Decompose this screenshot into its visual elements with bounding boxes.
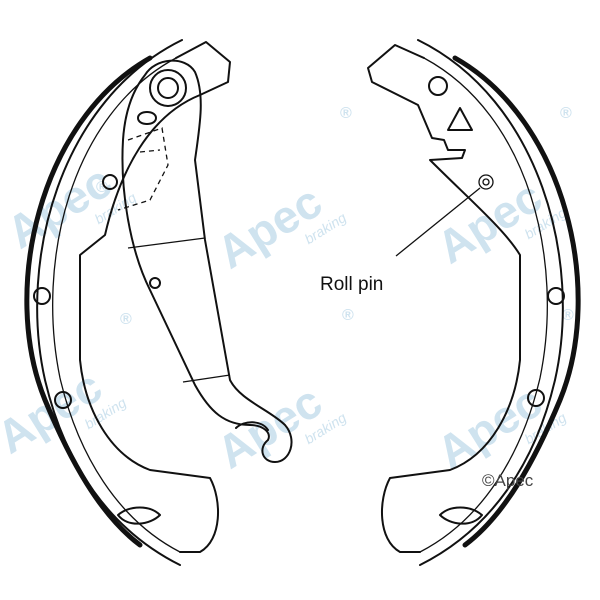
left-hole-lower <box>54 391 72 409</box>
roll-pin-callout: Roll pin <box>320 187 481 295</box>
left-lining <box>24 55 153 548</box>
watermark-registered: ® <box>562 307 574 324</box>
watermark-registered: ® <box>96 179 108 196</box>
lever-slot <box>137 111 157 125</box>
left-lower-tip <box>117 506 161 525</box>
right-lower-tip <box>439 506 483 525</box>
watermark-registered: ® <box>560 105 572 122</box>
right-table-inner <box>419 57 548 553</box>
right-hole-lower <box>527 389 545 407</box>
right-table-outer <box>417 39 564 566</box>
watermark-registered: ® <box>120 311 132 328</box>
watermark-registered: ® <box>340 105 352 122</box>
left-hole-top <box>102 174 118 190</box>
roll-pin-leader-line <box>395 187 481 257</box>
left-web <box>79 41 231 553</box>
lever-pin-hole <box>149 277 161 289</box>
left-table-inner <box>52 57 181 553</box>
right-brake-shoe <box>367 39 581 566</box>
right-notch-triangle <box>447 107 473 131</box>
copyright-text: ©Apec <box>482 471 534 490</box>
lever-outline <box>121 59 293 463</box>
left-hole-upper <box>33 287 51 305</box>
roll-pin-inner <box>482 178 490 186</box>
park-brake-lever <box>117 59 293 463</box>
right-web <box>367 44 521 553</box>
right-hole-upper <box>547 287 565 305</box>
lever-section-line-lower <box>182 374 231 383</box>
left-brake-shoe <box>24 39 231 566</box>
watermark-layer: Apec braking ® Apec braking ® Apec braki… <box>0 105 574 478</box>
roll-pin-label: Roll pin <box>320 274 383 295</box>
watermark-registered: ® <box>342 307 354 324</box>
left-table-outer <box>36 39 183 566</box>
lever-pivot-outer <box>149 69 187 107</box>
lever-pivot-inner <box>157 77 179 99</box>
right-lining <box>452 55 581 548</box>
right-hole-top <box>428 76 448 96</box>
roll-pin-outer <box>478 174 494 190</box>
lever-hook <box>235 421 269 431</box>
lever-hidden-line-2 <box>139 149 161 153</box>
lever-section-line-upper <box>127 237 206 249</box>
lever-hidden-line <box>117 127 169 211</box>
